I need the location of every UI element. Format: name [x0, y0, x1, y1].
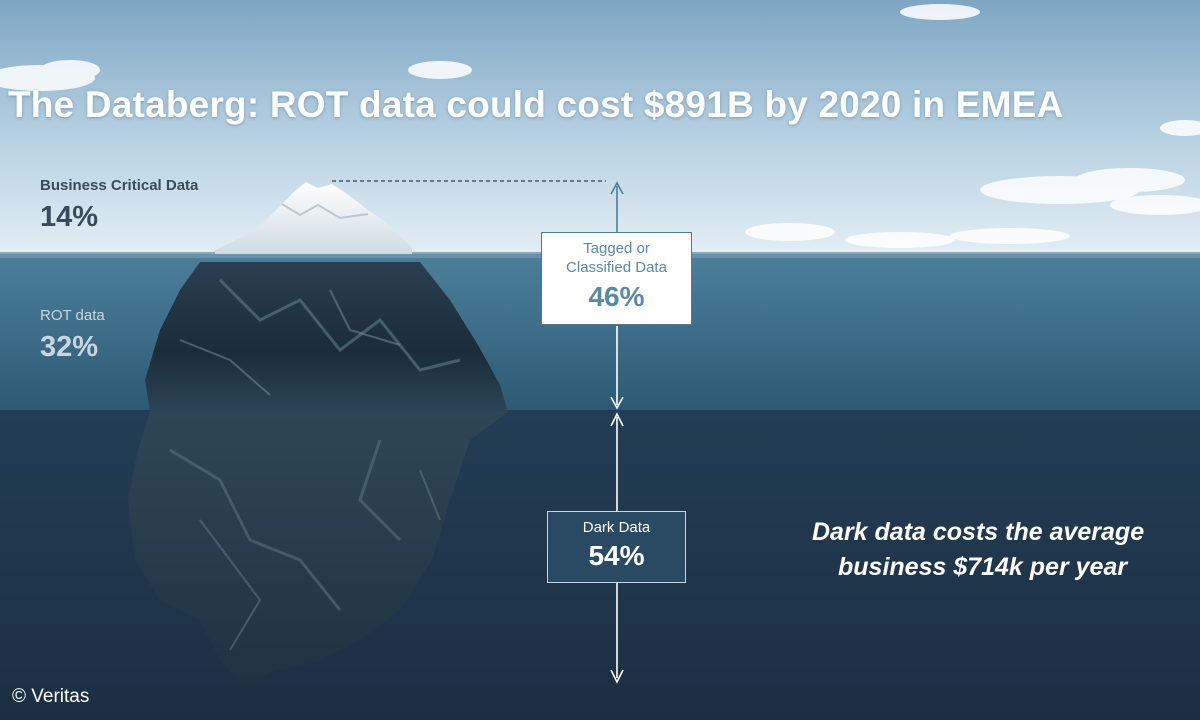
page-title: The Databerg: ROT data could cost $891B …	[8, 84, 1064, 125]
tagged-label-line1: Tagged or	[583, 240, 650, 257]
dark-label: Dark Data	[582, 519, 651, 536]
iceberg-tip	[215, 182, 412, 254]
business-critical-value: 14%	[40, 201, 99, 233]
tagged-arrow-lower	[610, 326, 624, 410]
tagged-data-box: Tagged or Classified Data 46%	[541, 232, 692, 325]
iceberg-deep	[128, 412, 508, 682]
iceberg-shallow	[145, 262, 508, 412]
dark-data-callout: Dark data costs the average business $71…	[812, 515, 1200, 585]
dark-data-box: Dark Data 54%	[547, 511, 686, 583]
callout-line2: business $714k per year	[838, 553, 1128, 581]
sky	[0, 0, 1200, 254]
dark-value: 54%	[588, 540, 645, 571]
tagged-arrow	[610, 181, 624, 232]
rot-value: 32%	[40, 331, 99, 363]
callout-line1: Dark data costs the average	[812, 518, 1145, 546]
copyright-notice: © Veritas	[12, 686, 90, 707]
rot-label: ROT data	[40, 307, 105, 324]
business-critical-label: Business Critical Data	[40, 177, 199, 194]
dark-arrow	[610, 412, 624, 684]
tagged-value: 46%	[588, 281, 645, 312]
tagged-label-line2: Classified Data	[566, 259, 667, 276]
clouds	[0, 4, 1200, 248]
